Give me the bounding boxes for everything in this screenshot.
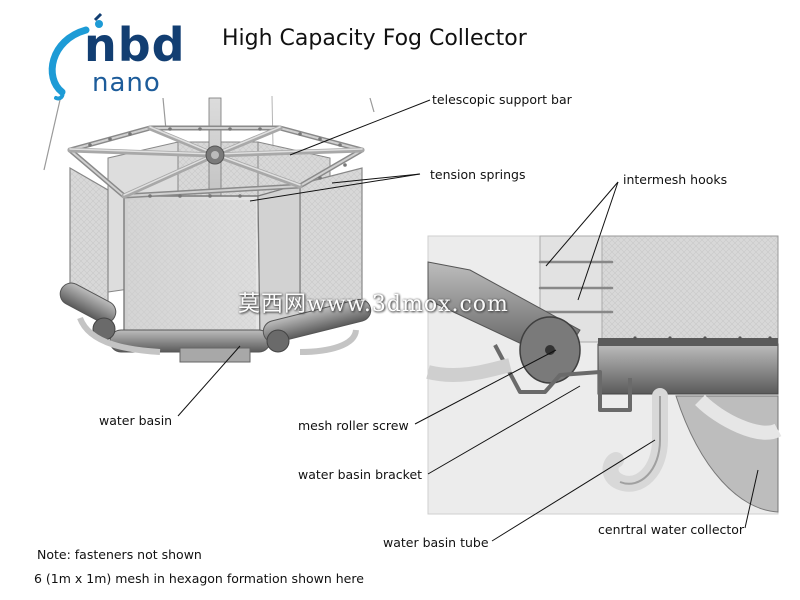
note-formation: 6 (1m x 1m) mesh in hexagon formation sh… <box>34 571 364 586</box>
watermark-text: 莫西网www.3dmox.com <box>238 292 509 317</box>
hexagon-fog-collector <box>43 95 375 363</box>
note-fasteners: Note: fasteners not shown <box>37 547 202 562</box>
detail-inset <box>426 235 782 515</box>
leader-lines <box>177 99 759 542</box>
callout-telescopic-support-bar: telescopic support bar <box>432 92 572 107</box>
logo-secondary-text: nano <box>92 68 161 98</box>
callout-water-basin-bracket: water basin bracket <box>298 467 423 482</box>
callout-central-water-collector: cenrtral water collector <box>598 522 745 537</box>
nbd-nano-logo-swoosh <box>48 12 103 101</box>
callout-tension-springs: tension springs <box>430 167 526 182</box>
callout-water-basin-tube: water basin tube <box>383 535 489 550</box>
callout-intermesh-hooks: intermesh hooks <box>623 172 728 187</box>
logo-primary-text: nbd <box>84 18 186 72</box>
page-title: High Capacity Fog Collector <box>222 26 527 51</box>
callout-water-basin: water basin <box>99 413 173 428</box>
callout-mesh-roller-screw: mesh roller screw <box>298 418 409 433</box>
